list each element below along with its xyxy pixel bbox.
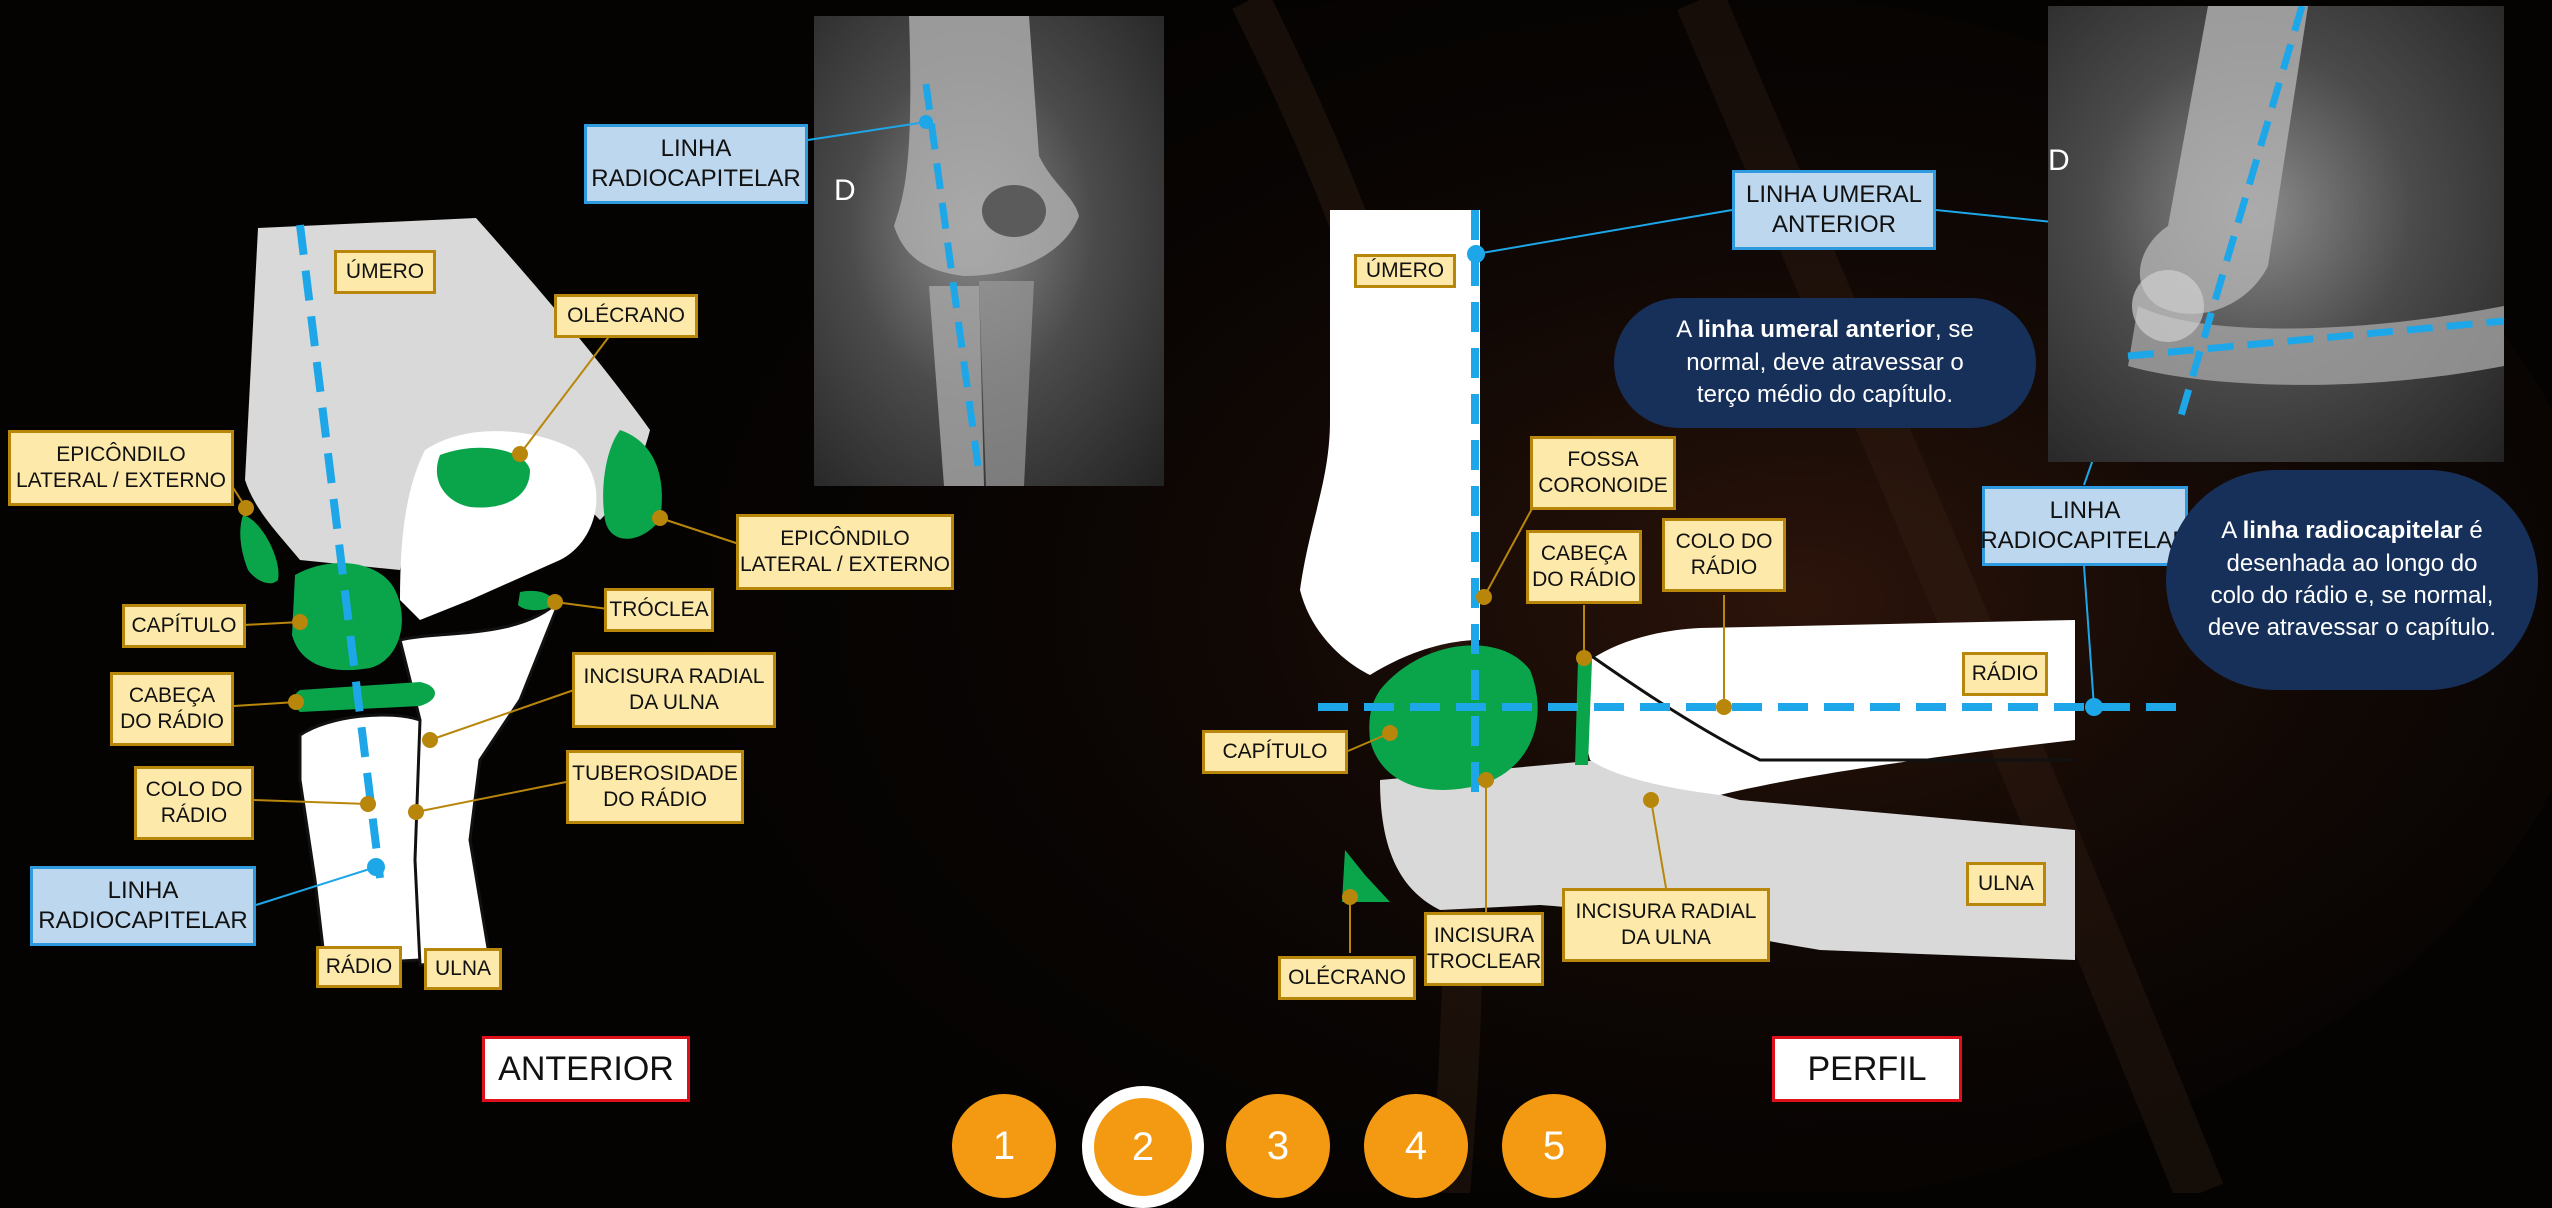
- perfil-title: PERFIL: [1772, 1036, 1962, 1102]
- anterior-xray-bones: [814, 16, 1164, 486]
- page-button-4[interactable]: 4: [1364, 1094, 1468, 1198]
- page-button-1[interactable]: 1: [952, 1094, 1056, 1198]
- anterior-xray-side-marker: D: [834, 174, 856, 208]
- perfil-label-capitulo: CAPÍTULO: [1202, 730, 1348, 774]
- anterior-label-colo-radio: COLO DO RÁDIO: [134, 766, 254, 840]
- page-button-2[interactable]: 2: [1082, 1086, 1204, 1208]
- note-radio-pre: A: [2221, 517, 2242, 544]
- perfil-xray-side-marker: D: [2048, 144, 2070, 178]
- page-button-3[interactable]: 3: [1226, 1094, 1330, 1198]
- perfil-label-linha-umeral: LINHA UMERAL ANTERIOR: [1732, 170, 1936, 250]
- anterior-title: ANTERIOR: [482, 1036, 690, 1102]
- note-radio-bold: linha radiocapitelar: [2243, 517, 2463, 544]
- note-linha-radiocapitelar-text: A linha radiocapitelar é desenhada ao lo…: [2207, 515, 2497, 645]
- perfil-label-incisura-radial: INCISURA RADIAL DA ULNA: [1562, 888, 1770, 962]
- perfil-label-olecrano: OLÉCRANO: [1278, 956, 1416, 1000]
- anterior-label-umero: ÚMERO: [334, 250, 436, 294]
- anterior-label-epicondilo-left: EPICÔNDILO LATERAL / EXTERNO: [8, 430, 234, 506]
- anterior-label-incisura-radial: INCISURA RADIAL DA ULNA: [572, 652, 776, 728]
- anterior-label-olecrano: OLÉCRANO: [554, 294, 698, 338]
- perfil-label-incisura-troclear: INCISURA TROCLEAR: [1424, 912, 1544, 986]
- note-linha-umeral: A linha umeral anterior, se normal, deve…: [1614, 298, 2036, 428]
- page-button-5[interactable]: 5: [1502, 1094, 1606, 1198]
- perfil-label-radio: RÁDIO: [1962, 652, 2048, 696]
- note-umeral-pre: A: [1676, 316, 1697, 343]
- anterior-xray-radiocapitellar-label: LINHA RADIOCAPITELAR: [584, 124, 808, 204]
- perfil-label-fossa-coronoide: FOSSA CORONOIDE: [1530, 436, 1676, 510]
- anterior-label-tuberosidade: TUBEROSIDADE DO RÁDIO: [566, 750, 744, 824]
- perfil-xray-bones: [2048, 6, 2504, 462]
- anterior-label-ulna: ULNA: [424, 948, 502, 990]
- anterior-label-linha-radiocapitelar: LINHA RADIOCAPITELAR: [30, 866, 256, 946]
- anterior-label-radio: RÁDIO: [316, 946, 402, 988]
- anterior-label-cabeca-radio: CABEÇA DO RÁDIO: [110, 672, 234, 746]
- note-umeral-bold: linha umeral anterior: [1698, 316, 1935, 343]
- anterior-label-capitulo: CAPÍTULO: [122, 604, 246, 648]
- anterior-label-troclea: TRÓCLEA: [604, 588, 714, 632]
- note-linha-radiocapitelar: A linha radiocapitelar é desenhada ao lo…: [2166, 470, 2538, 690]
- perfil-label-cabeca-radio: CABEÇA DO RÁDIO: [1526, 530, 1642, 604]
- anterior-label-epicondilo-right: EPICÔNDILO LATERAL / EXTERNO: [736, 514, 954, 590]
- perfil-label-umero: ÚMERO: [1354, 254, 1456, 288]
- note-linha-umeral-text: A linha umeral anterior, se normal, deve…: [1660, 314, 1990, 411]
- anterior-xray: D: [814, 16, 1164, 486]
- perfil-label-colo-radio: COLO DO RÁDIO: [1662, 518, 1786, 592]
- perfil-label-ulna: ULNA: [1966, 862, 2046, 906]
- perfil-label-linha-radiocapitelar: LINHA RADIOCAPITELAR: [1982, 486, 2188, 566]
- perfil-xray: D: [2048, 6, 2504, 462]
